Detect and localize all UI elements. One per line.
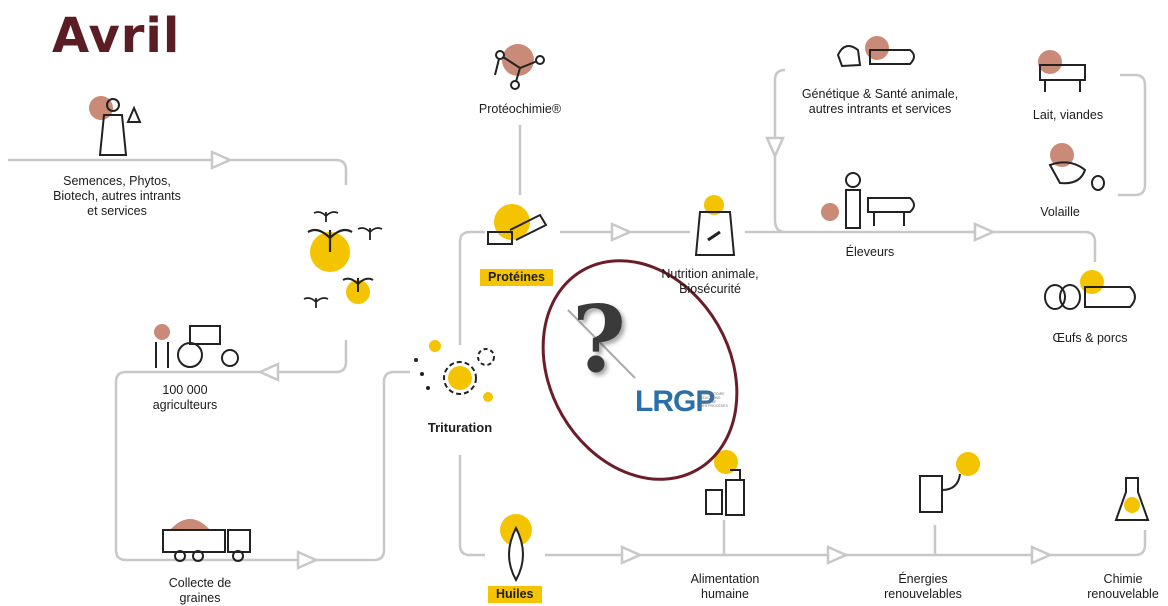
- label-energies-text: Énergies renouvelables: [884, 572, 962, 601]
- highlight-ellipse: [541, 259, 739, 481]
- flow-arrows: [210, 136, 1054, 570]
- fuel-pump-icon: [919, 452, 980, 513]
- highlight-arrow: [567, 309, 636, 379]
- label-chimie: Chimie renouvelable: [1078, 572, 1168, 602]
- label-genetique: Génétique & Santé animale, autres intran…: [780, 87, 980, 117]
- eggs-pig-icon: [1044, 270, 1136, 310]
- chicken-pig-icon: [836, 36, 915, 68]
- lrgp-logo: LRGP: [635, 385, 715, 418]
- label-volaille: Volaille: [1040, 205, 1080, 219]
- gears-icon: [414, 340, 495, 402]
- label-alimentation-text: Alimentation humaine: [690, 572, 760, 601]
- label-agriculteurs-text: 100 000 agriculteurs: [152, 383, 218, 412]
- drop-icon: [500, 514, 532, 583]
- feed-bag-icon: [694, 195, 736, 256]
- label-proteochimie: Protéochimie®: [478, 102, 562, 116]
- truck-icon: [162, 519, 251, 562]
- label-genetique-text: Génétique & Santé animale, autres intran…: [801, 87, 959, 116]
- label-lait: Lait, viandes: [1032, 108, 1104, 122]
- label-nutrition: Nutrition animale, Biosécurité: [645, 267, 775, 297]
- question-mark: ?: [572, 285, 626, 393]
- tag-proteines: Protéines: [480, 269, 553, 286]
- label-agriculteurs: 100 000 agriculteurs: [140, 383, 230, 413]
- farmer-tractor-icon: [154, 324, 239, 368]
- lrgp-subtitle-text: LABORATOIRE RÉACTIONS ET GÉNIE DES PROCÉ…: [700, 392, 728, 408]
- label-alimentation: Alimentation humaine: [670, 572, 780, 602]
- label-semences: Semences, Phytos, Biotech, autres intran…: [52, 174, 182, 219]
- label-eleveurs: Éleveurs: [845, 245, 895, 259]
- scientist-icon: [89, 96, 142, 156]
- molecule-icon: [494, 44, 545, 90]
- label-oeufs: Œufs & porcs: [1052, 331, 1128, 345]
- seedlings-icon: [303, 211, 383, 308]
- cow-icon: [1038, 50, 1086, 92]
- label-trituration: Trituration: [427, 420, 493, 435]
- pipe-icon: [487, 204, 548, 245]
- lrgp-subtitle: LABORATOIRE RÉACTIONS ET GÉNIE DES PROCÉ…: [700, 392, 740, 408]
- label-collecte: Collecte de graines: [150, 576, 250, 606]
- label-collecte-text: Collecte de graines: [168, 576, 232, 605]
- breeder-icon: [821, 172, 915, 229]
- label-nutrition-text: Nutrition animale, Biosécurité: [661, 267, 759, 296]
- label-chimie-text: Chimie renouvelable: [1087, 572, 1159, 601]
- label-semences-text: Semences, Phytos, Biotech, autres intran…: [53, 174, 181, 218]
- flask-icon: [1114, 477, 1150, 521]
- tag-huiles: Huiles: [488, 586, 542, 603]
- label-energies: Énergies renouvelables: [868, 572, 978, 602]
- avril-logo: Avril: [52, 8, 181, 64]
- bottles-icon: [705, 450, 745, 516]
- hen-icon: [1048, 143, 1105, 191]
